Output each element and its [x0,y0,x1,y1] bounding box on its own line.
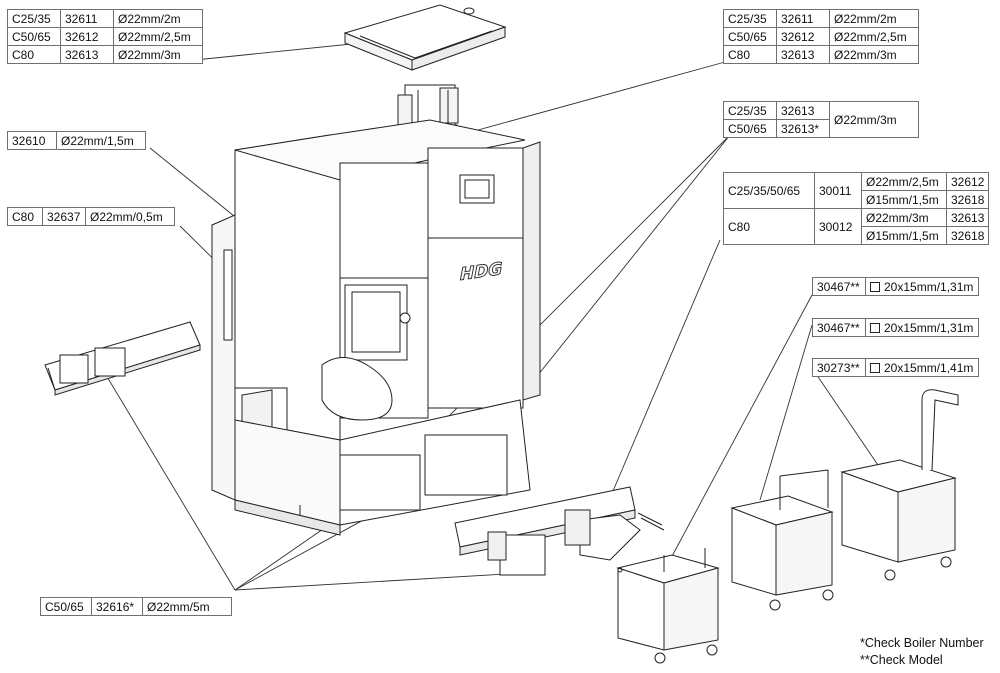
ash-cart-3 [840,389,959,581]
square-profile-icon [870,322,880,333]
left-side-panel [44,321,201,396]
model-cell: C80 [723,45,777,64]
table-row: C80 30012 Ø22mm/3m 32613 [723,208,990,245]
dim-cell: Ø22mm/2m [113,9,203,28]
code-cell: 32613 [776,101,830,120]
parts-table-mid-right: C25/35 32613 Ø22mm/3m C50/65 32613* [723,101,919,138]
table-row: Ø15mm/1,5m 32618 [724,226,990,245]
dim-cell: Ø22mm/2m [829,9,919,28]
model-cell: C25/35 [723,101,777,120]
parts-table-cart-3: 30273** 20x15mm/1,41m [812,358,979,377]
dim-text: 20x15mm/1,31m [884,320,974,335]
code-cell: 32613* [776,119,830,138]
table-row: C80 32637 Ø22mm/0,5m [7,207,175,226]
model-cell: C25/35 [723,9,777,28]
code-cell: 30273** [812,358,866,377]
code-cell: 30011 [814,172,862,209]
dim-cell: Ø22mm/3m [829,101,919,138]
model-cell: C80 [7,45,61,64]
table-row: C25/35/50/65 30011 Ø22mm/2,5m 32612 [723,172,990,209]
dim-cell: Ø22mm/0,5m [85,207,175,226]
code-cell: 32610 [7,131,57,150]
parts-table-top-right: C25/35 32611 Ø22mm/2m C50/65 32612 Ø22mm… [723,9,919,64]
dim-cell: Ø22mm/3m [829,45,919,64]
dim-cell: Ø15mm/1,5m [861,226,947,245]
part-cell: 32613 [945,208,990,227]
model-cell: C80 [7,207,43,226]
parts-table-top-left: C25/35 32611 Ø22mm/2m C50/65 32612 Ø22mm… [7,9,203,64]
part-cell: 32618 [945,190,990,209]
parts-table-cart-1: 30467** 20x15mm/1,31m [812,277,979,296]
model-cell: C25/35/50/65 [723,172,815,209]
top-cover-plate [343,4,507,71]
table-row: 30467** 20x15mm/1,31m [812,277,979,296]
code-cell: 32613 [60,45,114,64]
table-row: C50/65 32612 Ø22mm/2,5m [723,27,919,46]
code-cell: 32612 [776,27,830,46]
footnote-boiler-number: *Check Boiler Number [860,636,984,650]
code-cell: 32616* [91,597,143,616]
code-cell: 30467** [812,277,866,296]
table-row: C25/35 32611 Ø22mm/2m [723,9,919,28]
dim-cell: Ø22mm/2,5m [113,27,203,46]
dim-cell: Ø22mm/1,5m [56,131,146,150]
code-cell: 32612 [60,27,114,46]
model-cell: C80 [723,208,815,245]
table-row: C50/65 32616* Ø22mm/5m [40,597,232,616]
code-cell: 30467** [812,318,866,337]
parts-table-combo: C25/35/50/65 30011 Ø22mm/2,5m 32612 Ø15m… [723,172,990,245]
ash-cart-2 [730,469,834,611]
footnote-model: **Check Model [860,653,943,667]
table-row: C80 32613 Ø22mm/3m [7,45,203,64]
model-cell: C50/65 [7,27,61,46]
dim-cell: 20x15mm/1,41m [865,358,979,377]
parts-table-32610: 32610 Ø22mm/1,5m [7,131,146,150]
table-row: 30273** 20x15mm/1,41m [812,358,979,377]
parts-table-bottom: C50/65 32616* Ø22mm/5m [40,597,232,616]
code-cell: 32611 [60,9,114,28]
parts-table-c80: C80 32637 Ø22mm/0,5m [7,207,175,226]
ash-cart-1 [616,548,720,664]
code-cell: 32637 [42,207,86,226]
dim-cell: 20x15mm/1,31m [865,318,979,337]
dim-cell: Ø22mm/3m [113,45,203,64]
table-row: C25/35 32611 Ø22mm/2m [7,9,203,28]
table-row: C80 32613 Ø22mm/3m [723,45,919,64]
model-cell: C50/65 [723,119,777,138]
dim-text: 20x15mm/1,31m [884,279,974,294]
table-row: C50/65 32612 Ø22mm/2,5m [7,27,203,46]
dim-cell: Ø22mm/2,5m [861,172,947,191]
dim-cell: Ø15mm/1,5m [861,190,947,209]
parts-table-cart-2: 30467** 20x15mm/1,31m [812,318,979,337]
model-cell: C25/35 [7,9,61,28]
table-row: C25/35 32613 Ø22mm/3m [723,101,919,138]
model-cell: C50/65 [723,27,777,46]
square-profile-icon [870,362,880,373]
table-row: 30467** 20x15mm/1,31m [812,318,979,337]
boiler-body [211,119,541,536]
table-row: 32610 Ø22mm/1,5m [7,131,146,150]
part-cell: 32618 [945,226,990,245]
dim-cell: Ø22mm/5m [142,597,232,616]
dim-text: 20x15mm/1,41m [884,360,974,375]
dim-cell: Ø22mm/2,5m [829,27,919,46]
auger-conveyor [454,486,665,576]
table-row: C50/65 32613* [723,119,919,138]
dim-cell: Ø22mm/3m [861,208,947,227]
square-profile-icon [870,281,880,292]
code-cell: 32611 [776,9,830,28]
dim-cell: 20x15mm/1,31m [865,277,979,296]
model-cell: C50/65 [40,597,92,616]
code-cell: 32613 [776,45,830,64]
part-cell: 32612 [945,172,990,191]
code-cell: 30012 [814,208,862,245]
